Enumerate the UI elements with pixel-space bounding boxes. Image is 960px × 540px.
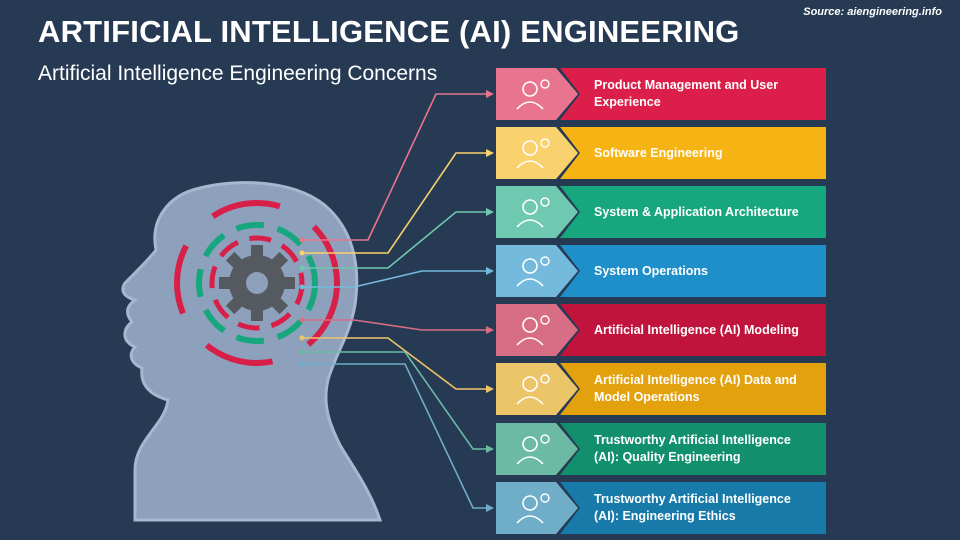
concern-label: System Operations [594, 263, 708, 278]
operations-gears-icon [516, 256, 550, 287]
icon-tile [496, 363, 578, 415]
brain-rings [174, 200, 340, 366]
concern-label: Software Engineering [594, 145, 723, 160]
connector-arrow [299, 361, 494, 512]
concern-label: Product Management and User Experience [594, 78, 779, 109]
connector-arrow [299, 267, 494, 290]
connector-arrow [299, 90, 494, 243]
concern-card [496, 245, 826, 297]
connector-arrow [299, 317, 494, 334]
ethics-search-icon [516, 493, 550, 524]
developer-laptop-icon [516, 138, 550, 169]
data-model-icon [516, 374, 550, 405]
connector-lines [299, 90, 494, 512]
page-title: ARTIFICIAL INTELLIGENCE (AI) ENGINEERING [38, 14, 740, 49]
page-subtitle: Artificial Intelligence Engineering Conc… [38, 62, 438, 85]
icon-tile [496, 482, 578, 534]
connector-arrow [299, 335, 494, 393]
concern-card [496, 68, 826, 120]
concern-label: System & Application Architecture [594, 204, 799, 219]
connector-arrow [299, 149, 494, 256]
concern-card [496, 304, 826, 356]
neural-network-icon [516, 315, 550, 346]
source-note: Source: aiengineering.info [803, 6, 942, 18]
icon-tile [496, 127, 578, 179]
concern-card [496, 423, 826, 475]
concern-label: Artificial Intelligence (AI) Data and Mo… [594, 373, 797, 404]
user-gear-icon [516, 79, 550, 110]
icon-tile [496, 68, 578, 120]
icon-tile [496, 423, 578, 475]
concern-label: Artificial Intelligence (AI) Modeling [594, 322, 799, 337]
concern-card [496, 127, 826, 179]
concern-card [496, 482, 826, 534]
icon-tile [496, 186, 578, 238]
connector-arrow [299, 208, 494, 271]
connector-arrow [299, 349, 494, 453]
icon-tile [496, 245, 578, 297]
outer-red-ring [174, 200, 340, 366]
quality-check-icon [516, 434, 550, 465]
concern-card [496, 363, 826, 415]
gear-icon [219, 245, 295, 321]
concern-cards [496, 68, 826, 534]
icon-tile [496, 304, 578, 356]
concern-card [496, 186, 826, 238]
concern-label: Trustworthy Artificial Intelligence (AI)… [594, 492, 791, 523]
inner-red-ring [209, 235, 305, 331]
architecture-network-icon [516, 197, 550, 228]
concern-label: Trustworthy Artificial Intelligence (AI)… [594, 433, 791, 464]
middle-green-ring [196, 222, 318, 344]
